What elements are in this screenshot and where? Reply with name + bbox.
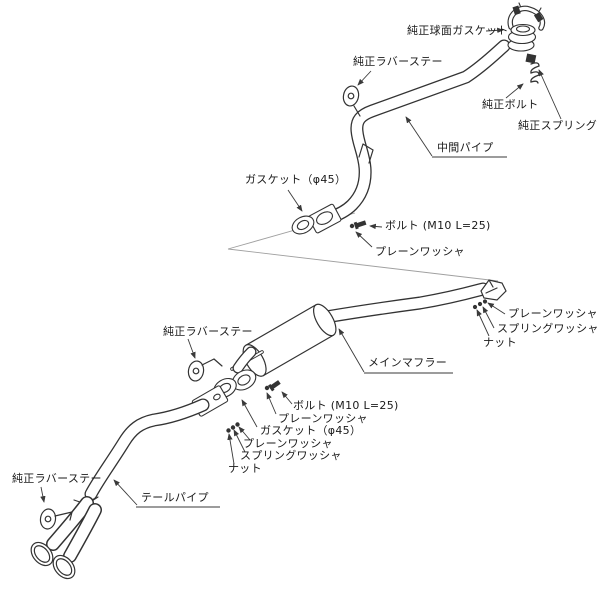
spherical-gasket bbox=[507, 23, 537, 52]
bolt-washer-lower bbox=[264, 380, 281, 392]
stock-bolt-spring bbox=[525, 53, 540, 84]
tail-tip-right bbox=[52, 554, 76, 580]
label-gasket-phi45-lower: ガスケット（φ45） bbox=[260, 424, 362, 437]
label-bolt-m10-lower: ボルト (M10 L=25) bbox=[293, 399, 399, 412]
label-bolt-m10-upper: ボルト (M10 L=25) bbox=[385, 219, 491, 232]
tail-pipe-drawing bbox=[30, 398, 210, 580]
tail-tip-left bbox=[30, 541, 54, 567]
label-stock-spring: 純正スプリング bbox=[518, 119, 598, 132]
label-center-pipe: 中間パイプ bbox=[437, 141, 494, 154]
rubber-stay-top bbox=[342, 85, 361, 117]
label-stock-bolt: 純正ボルト bbox=[482, 98, 539, 111]
label-plain-washer-lower: プレーンワッシャ bbox=[243, 437, 333, 450]
main-muffler-drawing bbox=[187, 279, 507, 433]
label-gasket-phi45-upper: ガスケット（φ45） bbox=[245, 173, 347, 186]
fasteners-lower bbox=[226, 422, 240, 433]
label-spring-washer-right: スプリングワッシャ bbox=[497, 322, 599, 335]
center-pipe-drawing bbox=[291, 2, 546, 235]
label-stock-spherical-gasket: 純正球面ガスケット bbox=[407, 24, 509, 37]
hanger-hook bbox=[358, 143, 374, 164]
outlet-flange bbox=[480, 279, 507, 301]
label-main-muffler: メインマフラー bbox=[368, 356, 448, 369]
label-stock-rubber-stay-top: 純正ラバーステー bbox=[353, 55, 443, 68]
label-nut-right: ナット bbox=[483, 336, 517, 349]
label-tail-pipe: テールパイプ bbox=[141, 491, 209, 504]
label-nut-lower: ナット bbox=[228, 462, 262, 475]
bolt-washer-upper bbox=[349, 220, 367, 230]
rubber-stay-bottom bbox=[39, 508, 73, 530]
label-plain-washer-mid: プレーンワッシャ bbox=[278, 412, 368, 425]
muffler-body bbox=[242, 303, 337, 377]
gasket-45-upper-part bbox=[291, 215, 315, 235]
label-plain-washer-upper: プレーンワッシャ bbox=[375, 245, 465, 258]
fasteners-right bbox=[472, 299, 488, 310]
rubber-stay-mid bbox=[187, 358, 223, 382]
label-stock-rubber-stay-mid: 純正ラバーステー bbox=[163, 325, 253, 338]
label-spring-washer-lower: スプリングワッシャ bbox=[240, 449, 342, 462]
label-stock-rubber-stay-bottom: 純正ラバーステー bbox=[12, 472, 102, 485]
label-plain-washer-right: プレーンワッシャ bbox=[508, 307, 598, 320]
stock-clamp bbox=[507, 2, 546, 31]
leader-lines bbox=[40, 27, 562, 508]
